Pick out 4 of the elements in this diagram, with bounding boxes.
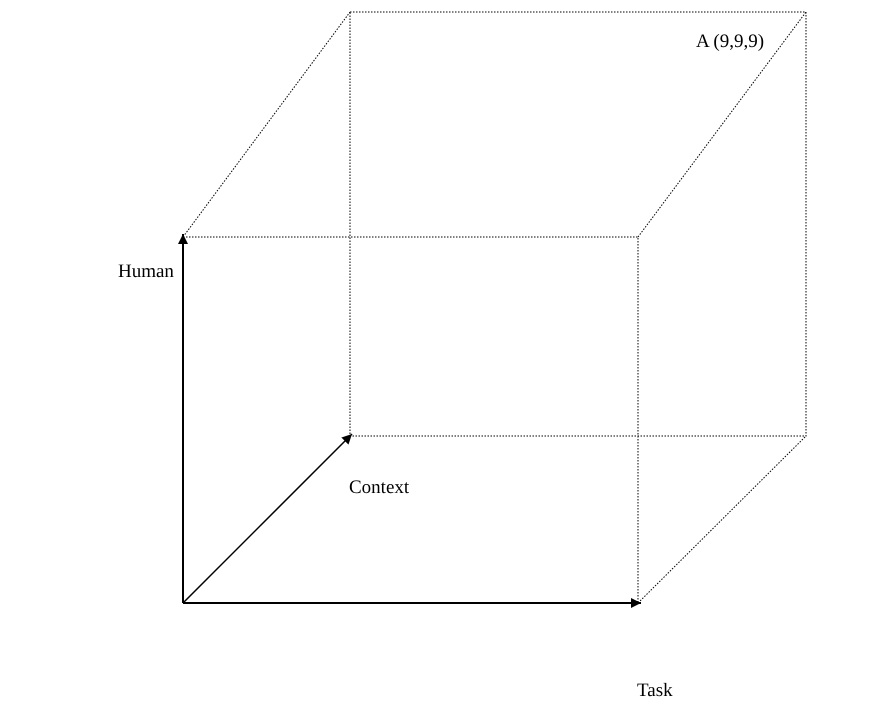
axis-label: Context xyxy=(349,478,410,497)
point-label: A (9,9,9) xyxy=(696,32,764,51)
axis-label: Task xyxy=(637,681,673,700)
axis-label: Human xyxy=(118,262,174,281)
